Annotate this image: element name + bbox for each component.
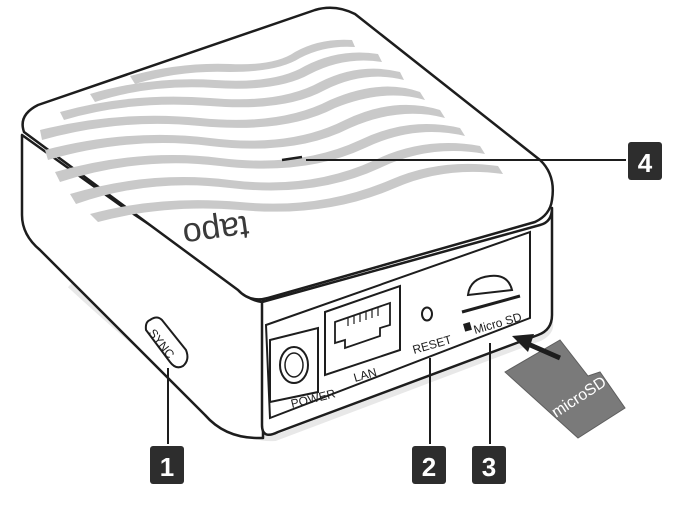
sd-icon: [463, 322, 472, 332]
callout-badge-3: 3: [472, 446, 506, 484]
lan-port: [324, 284, 401, 377]
device-top-face: [21, 6, 554, 301]
brand-logo: tapo: [181, 208, 252, 255]
device-left-face: [20, 133, 265, 440]
micro-sd-card: [504, 339, 626, 439]
callout-lines: [167, 159, 626, 444]
callout-number-1: 1: [160, 452, 174, 482]
lan-label: LAN: [352, 365, 378, 385]
callout-number-2: 2: [422, 452, 436, 482]
callout-number-3: 3: [482, 452, 496, 482]
top-texture: [40, 39, 503, 222]
callout-badge-2: 2: [412, 446, 446, 484]
led-indicator: [281, 155, 303, 162]
callout-badge-1: 1: [150, 446, 184, 484]
sync-button: [144, 316, 189, 369]
callout-number-4: 4: [638, 148, 653, 178]
callout-badge-4: 4: [628, 142, 662, 180]
micro-sd-slot: [461, 274, 521, 314]
reset-button: [421, 306, 433, 322]
power-port: [269, 326, 319, 404]
insert-arrow: [512, 334, 562, 361]
